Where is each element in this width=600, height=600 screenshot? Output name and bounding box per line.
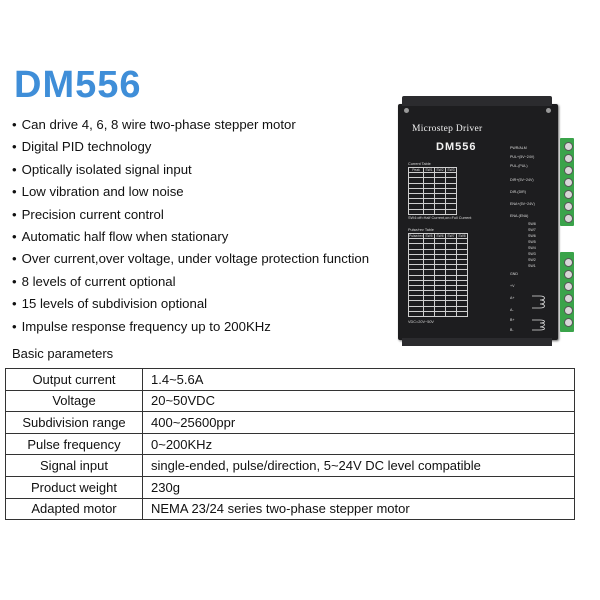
screw-terminal [564,202,573,211]
mount-hole [546,108,551,113]
driver-product-image: Microstep Driver DM556 Current Table Pea… [398,96,580,346]
product-title: DM556 [14,64,142,106]
sw-label: SW5 [528,240,536,244]
feature-list: Can drive 4, 6, 8 wire two-phase stepper… [12,114,402,338]
driver-housing: Microstep Driver DM556 Current Table Pea… [398,96,558,346]
basic-parameters-heading: Basic parameters [12,346,114,361]
table-row: Subdivision range 400~25600ppr [5,411,575,434]
pulse-table-header: SW8 [456,232,468,240]
screw-terminal [564,282,573,291]
feature-item: Automatic half flow when stationary [12,226,402,248]
pin-label: A- [510,308,514,312]
pulse-table: Pulse/rev SW5 SW6 SW7 SW8 [408,232,468,318]
table-row: Adapted motor NEMA 23/24 series two-phas… [5,497,575,521]
sw-label: SW8 [528,222,536,226]
param-key: Subdivision range [5,411,143,434]
pulse-table-header: Pulse/rev [408,232,424,240]
current-table-header: SW3 [445,166,457,174]
device-model: DM556 [436,141,477,153]
sw-label: SW3 [528,252,536,256]
pulse-table-caption: Pulse/rev Table [408,228,434,232]
screw-terminal [564,294,573,303]
screw-terminal [564,190,573,199]
feature-item: Digital PID technology [12,136,402,158]
screw-terminal [564,154,573,163]
screw-terminal [564,142,573,151]
pin-label: DIR-(DIR) [510,190,526,194]
feature-item: Low vibration and low noise [12,181,402,203]
screw-terminal [564,270,573,279]
param-key: Adapted motor [5,497,143,521]
current-table-header: SW1 [423,166,435,174]
feature-item: Optically isolated signal input [12,159,402,181]
param-key: Voltage [5,389,143,413]
screw-terminal [564,166,573,175]
pin-label: PUL+(5V~24V) [510,155,535,159]
pin-label: PUL-(PUL) [510,164,528,168]
feature-item: 8 levels of current optional [12,271,402,293]
current-table: Peak SW1 SW2 SW3 [408,166,457,215]
param-value: NEMA 23/24 series two-phase stepper moto… [142,497,575,521]
screw-terminal [564,214,573,223]
screw-terminal [564,318,573,327]
feature-item: 15 levels of subdivision optional [12,293,402,315]
sw-label: SW4 [528,246,536,250]
motor-coil-symbol [532,295,545,331]
sw4-note: SW4:off=Half Current,on=Full Current [408,216,472,220]
current-table-header: SW2 [434,166,446,174]
sw-label: SW7 [528,228,536,232]
param-key: Signal input [5,454,143,477]
mount-hole [404,108,409,113]
sw-label: SW1 [528,264,536,268]
table-row: Pulse frequency 0~200KHz [5,432,575,456]
param-value: 230g [142,475,575,499]
housing-top-edge [402,96,552,106]
param-value: 20~50VDC [142,389,575,413]
pulse-table-header: SW6 [434,232,446,240]
pin-label: ENA-(ENA) [510,214,529,218]
table-row: Product weight 230g [5,475,575,499]
pin-label: +V [510,284,515,288]
feature-item: Over current,over voltage, under voltage… [12,248,402,270]
pin-label: PWR/ALM [510,146,527,150]
pin-label: ENA+(5V~24V) [510,202,535,206]
sw-label: SW6 [528,234,536,238]
param-key: Output current [5,368,143,391]
pin-label: B+ [510,318,515,322]
param-value: 400~25600ppr [142,411,575,434]
voltage-note: VDC=20V~50V [408,320,434,324]
current-table-caption: Current Table [408,162,431,166]
pin-label: B- [510,328,514,332]
feature-item: Impulse response frequency up to 200KHz [12,316,402,338]
pin-label: GND [510,272,518,276]
housing-bottom-edge [402,338,552,346]
sw-label: SW2 [528,258,536,262]
table-row: Signal input single-ended, pulse/directi… [5,454,575,477]
pin-label: DIR+(5V~24V) [510,178,534,182]
param-value: single-ended, pulse/direction, 5~24V DC … [142,454,575,477]
param-value: 0~200KHz [142,432,575,456]
screw-terminal [564,306,573,315]
param-key: Pulse frequency [5,432,143,456]
feature-item: Precision current control [12,204,402,226]
pulse-table-header: SW5 [423,232,435,240]
table-row: Output current 1.4~5.6A [5,368,575,391]
parameters-table: Output current 1.4~5.6A Voltage 20~50VDC… [5,368,575,521]
param-key: Product weight [5,475,143,499]
screw-terminal [564,178,573,187]
pulse-table-header: SW7 [445,232,457,240]
table-row: Voltage 20~50VDC [5,389,575,413]
param-value: 1.4~5.6A [142,368,575,391]
screw-terminal [564,258,573,267]
feature-item: Can drive 4, 6, 8 wire two-phase stepper… [12,114,402,136]
pin-label: A+ [510,296,515,300]
device-label: Microstep Driver [412,124,483,134]
